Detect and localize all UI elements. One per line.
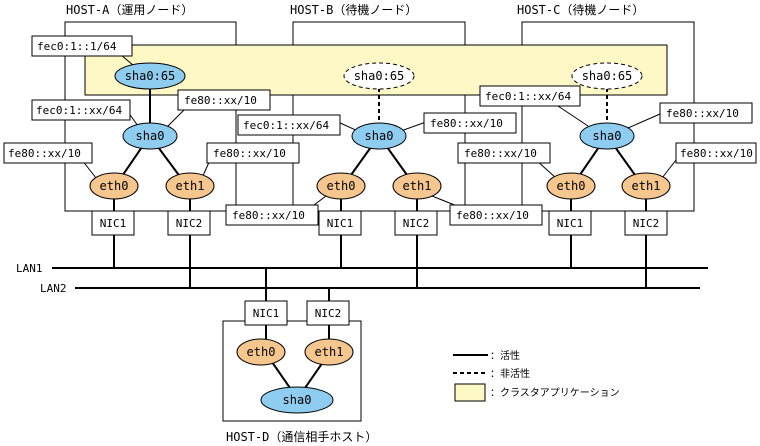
host-c-eth0-addr-box (457, 142, 551, 164)
host-d-eth0-label: eth0 (247, 345, 276, 359)
inactive-links (378, 88, 608, 124)
host-b-eth1-addr: fe80::xx/10 (456, 209, 529, 222)
host-c-eth1-node (621, 172, 671, 200)
host-c-nic1-label: NIC1 (557, 217, 584, 230)
host-c-nic2-box (624, 210, 668, 236)
host-b-sha-ll-box (423, 112, 517, 134)
host-b-eth1-label: eth1 (403, 179, 432, 193)
legend-inactive-label: ：非活性 (490, 367, 530, 380)
host-a-sha-app-addr-box (31, 35, 133, 57)
host-b-sha-app-node (343, 62, 415, 90)
host-a-eth1-node (165, 172, 215, 200)
host-b-eth1-node (392, 172, 442, 200)
host-b-nic2-label: NIC2 (403, 217, 430, 230)
host-c-sha-app-node (571, 62, 643, 90)
host-a-sha-ll-box (177, 89, 271, 111)
host-d-sha-node (260, 386, 334, 414)
host-d-nic1-label: NIC1 (253, 307, 280, 320)
host-c-sha-label: sha0 (593, 129, 622, 143)
host-a-nic1-box (91, 210, 135, 236)
host-a-sha-node (122, 122, 178, 150)
host-a-eth0-addr: fe80::xx/10 (8, 147, 81, 160)
host-a-eth0-node (89, 172, 139, 200)
legend-active-label: ：活性 (490, 349, 520, 362)
host-b-nic1-box (318, 210, 362, 236)
host-d-frame (222, 320, 362, 422)
host-b-eth0-node (316, 172, 366, 200)
host-a-nic2-label: NIC2 (176, 217, 203, 230)
host-c-sha-node (579, 122, 635, 150)
host-c-sha-ll: fe80::xx/10 (666, 107, 739, 120)
host-b-eth0-addr-box (225, 204, 319, 226)
host-c-sha-app-label: sha0:65 (582, 69, 633, 83)
host-a-eth1-addr: fe80::xx/10 (213, 147, 286, 160)
host-a-sha-addr-box (31, 99, 131, 121)
host-b-sha-node (351, 122, 407, 150)
host-a-eth1-label: eth1 (176, 179, 205, 193)
host-a-eth0-addr-box (3, 142, 93, 164)
host-a-eth1-addr-box (206, 142, 300, 164)
host-c-eth0-addr: fe80::xx/10 (464, 147, 537, 160)
host-a-title: HOST-A（運用ノード） (66, 3, 193, 17)
host-a-sha-app-node (114, 62, 186, 90)
host-d-eth1-label: eth1 (315, 345, 344, 359)
host-b-nic1-label: NIC1 (327, 217, 354, 230)
host-c-sha-addr-box (479, 85, 581, 107)
host-c-title: HOST-C（待機ノード） (517, 2, 644, 17)
legend: ：活性 ：非活性 ：クラスタアプリケーション (453, 349, 620, 402)
host-b-sha-app-label: sha0:65 (354, 69, 405, 83)
host-d-nic2-label: NIC2 (315, 307, 342, 320)
host-c-eth1-addr: fe80::xx/10 (680, 147, 753, 160)
legend-cluster-app-swatch (454, 383, 486, 402)
host-b-nic2-box (394, 210, 438, 236)
host-a-sha-label: sha0 (136, 129, 165, 143)
host-d-nic2-box (306, 300, 350, 326)
host-d-sha-label: sha0 (283, 393, 312, 407)
host-a-sha-app-addr: fec0:1::1/64 (37, 40, 117, 53)
host-a-eth0-label: eth0 (100, 179, 129, 193)
host-c-eth0-label: eth0 (557, 179, 586, 193)
host-b-sha-label: sha0 (365, 129, 394, 143)
host-b-sha-addr: fec0:1::xx/64 (243, 119, 329, 132)
host-a-sha-ll: fe80::xx/10 (184, 94, 257, 107)
host-d-eth0-node (236, 338, 286, 366)
host-a-sha-addr: fec0:1::xx/64 (36, 104, 122, 117)
host-c-nic1-box (548, 210, 592, 236)
host-b-eth0-addr: fe80::xx/10 (232, 209, 305, 222)
lan2-label: LAN2 (40, 282, 67, 295)
host-d-title: HOST-D（通信相手ホスト） (226, 430, 377, 444)
host-b-title: HOST-B（待機ノード） (290, 2, 417, 17)
host-b-eth0-label: eth0 (327, 179, 356, 193)
host-d-eth1-node (304, 338, 354, 366)
host-d-nic1-box (244, 300, 288, 326)
lan1-label: LAN1 (16, 262, 43, 275)
host-b-sha-ll: fe80::xx/10 (430, 117, 503, 130)
legend-cluster-app-label: ：クラスタアプリケーション (490, 387, 620, 399)
host-b-eth1-addr-box (449, 204, 543, 226)
host-c-sha-addr: fec0:1::xx/64 (485, 90, 571, 103)
host-c-nic2-label: NIC2 (633, 217, 660, 230)
host-c-sha-ll-box (659, 102, 753, 124)
host-a-nic1-label: NIC1 (100, 217, 127, 230)
host-c-eth1-addr-box (675, 142, 757, 164)
host-c-eth0-node (546, 172, 596, 200)
host-a-nic2-box (167, 210, 211, 236)
host-c-eth1-label: eth1 (632, 179, 661, 193)
host-b-sha-addr-box (237, 114, 341, 136)
host-a-sha-app-label: sha0:65 (125, 69, 176, 83)
